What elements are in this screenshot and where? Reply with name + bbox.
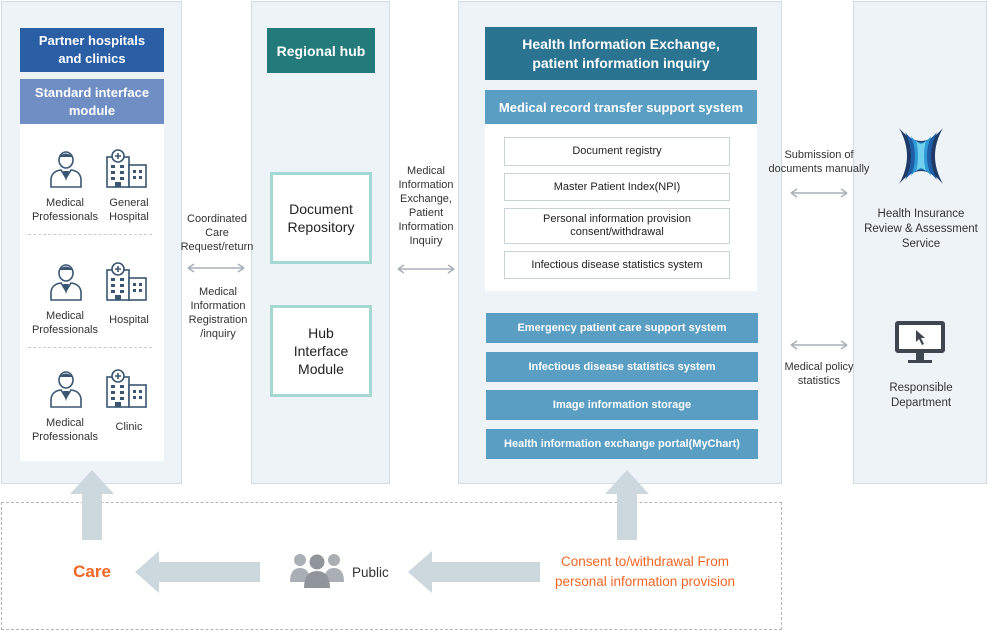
public-label: Public [352, 565, 389, 580]
care-label: Care [73, 562, 111, 581]
external-panel [853, 1, 987, 484]
standard-interface-module: Standard interface module [20, 79, 164, 124]
double-arrow-icon [187, 263, 245, 273]
doctor-icon [46, 148, 86, 188]
facility-label: General Hospital [109, 197, 149, 223]
infectious-disease-system: Infectious disease statistics system [486, 352, 758, 382]
double-arrow-icon [397, 264, 455, 274]
link3-bottom-label: Medical policy statistics [784, 361, 854, 387]
image-storage-system: Image information storage [486, 390, 758, 420]
transfer-support-title: Medical record transfer support system [485, 90, 757, 124]
link1-top-label: Coordinated Care Request/return [180, 213, 254, 253]
public-flow-area [1, 502, 782, 630]
left-arrow-icon [408, 551, 540, 593]
person-label: Medical Professionals [31, 197, 99, 223]
link2-label: Medical Information Exchange, Patient In… [398, 165, 454, 247]
doctor-icon [46, 261, 86, 301]
left-arrow-icon [135, 551, 260, 593]
master-patient-index-item: Master Patient Index(NPI) [504, 173, 730, 201]
consent-label: Consent to/withdrawal From personal info… [554, 554, 736, 589]
hospital-building-icon [104, 368, 150, 408]
hospital-building-icon [104, 261, 150, 301]
responsible-department-label: Responsible Department [889, 382, 953, 409]
row-divider [28, 347, 152, 348]
hie-title: Health Information Exchange, patient inf… [485, 27, 757, 80]
hira-logo-icon [899, 128, 943, 184]
partners-title: Partner hospitals and clinics [20, 28, 164, 72]
hira-label: Health Insurance Review & Assessment Ser… [864, 208, 978, 250]
facility-label: Clinic [115, 421, 143, 433]
people-group-icon [290, 554, 344, 588]
emergency-care-system: Emergency patient care support system [486, 313, 758, 343]
person-label: Medical Professionals [31, 417, 99, 443]
row-divider [28, 234, 152, 235]
consent-withdrawal-item: Personal information provision consent/w… [504, 208, 730, 244]
double-arrow-icon [790, 340, 848, 350]
monitor-cursor-icon [895, 321, 945, 363]
document-repository-box: Document Repository [270, 172, 372, 264]
infectious-stats-item: Infectious disease statistics system [504, 251, 730, 279]
hub-interface-module-box: Hub Interface Module [270, 305, 372, 397]
facility-label: Hospital [109, 314, 149, 326]
mychart-portal-system: Health information exchange portal(MyCha… [486, 429, 758, 459]
link1-bottom-label: Medical Information Registration /inquir… [188, 286, 248, 340]
hospital-building-icon [104, 148, 150, 188]
double-arrow-icon [790, 188, 848, 198]
up-arrow-icon [70, 470, 114, 540]
link3-top-label: Submission of documents manually [768, 149, 870, 175]
person-label: Medical Professionals [31, 310, 99, 336]
up-arrow-icon [605, 470, 649, 540]
doctor-icon [46, 368, 86, 408]
regional-hub-title: Regional hub [267, 28, 375, 73]
document-registry-item: Document registry [504, 137, 730, 166]
